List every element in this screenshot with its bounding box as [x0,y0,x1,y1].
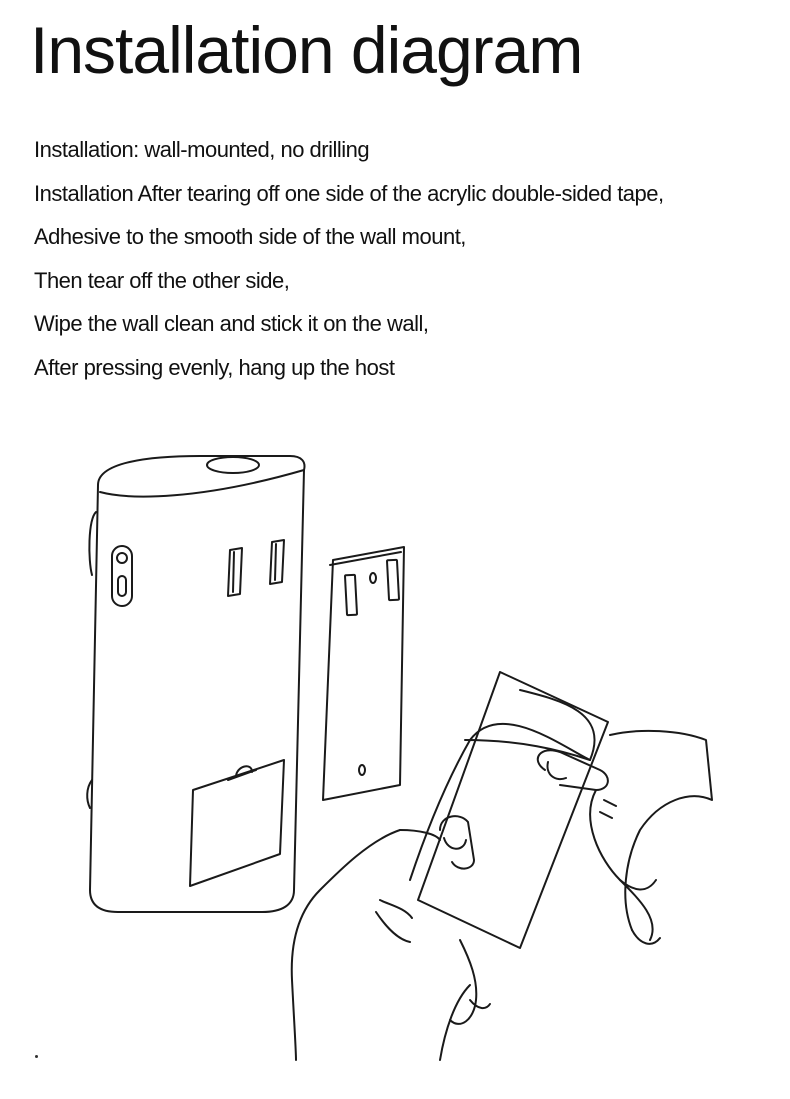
host-mount-slot-right [269,539,285,585]
plate-slot-right [386,558,400,602]
left-hand-finger-a [379,899,413,919]
instruction-line: Then tear off the other side, [34,267,290,293]
host-side-bulge [88,511,97,576]
left-hand-back [290,829,401,1061]
host-mount-slot-left [227,547,243,597]
host-indicator-outline [111,545,133,607]
host-mount-slot-left-inner [232,551,235,593]
host-battery-latch-tab [235,765,253,778]
left-hand-thumb [439,815,475,870]
tape-peel-fold [464,739,591,761]
right-hand-lower-finger-b [631,929,661,945]
left-hand-index [399,829,441,841]
right-hand-knuckle-b [599,811,613,819]
wall-mount-plate [322,546,405,801]
adhesive-tape [409,671,609,949]
page-title: Installation diagram [30,13,583,87]
host-body-outline [89,455,306,913]
right-hand-palm [609,729,713,931]
right-hand-thumbnail [546,761,567,781]
left-hand-thumbnail [443,837,467,850]
host-device [86,455,306,913]
host-indicator-light [116,552,128,564]
host-indicator-slot [117,575,127,597]
host-mount-slot-right-inner [274,543,277,581]
instruction-line: After pressing evenly, hang up the host [34,354,395,380]
right-hand-thumb [536,749,609,791]
left-hand [290,815,491,1061]
left-hand-wrist-edge [439,984,471,1061]
right-hand [536,729,713,945]
host-battery-door [189,759,285,887]
instruction-line: Installation: wall-mounted, no drilling [34,137,370,162]
plate-slot-left [344,573,358,617]
host-top-edge [99,469,305,498]
page-marker-dot [35,1055,38,1058]
plate-hole-top [369,572,377,584]
instruction-line: Installation After tearing off one side … [34,180,664,206]
left-hand-lower-fingers [449,939,478,1025]
left-hand-finger-b [375,911,411,943]
tape-card [417,671,609,949]
right-hand-lower-finger [619,879,657,891]
host-side-bulge-lower [86,779,93,809]
installation-illustration [86,455,713,1061]
plate-edge [329,551,402,566]
left-hand-crease [469,999,491,1010]
instruction-line: Adhesive to the smooth side of the wall … [34,224,466,249]
right-hand-knuckle-a [603,799,617,807]
instruction-list: Installation: wall-mounted, no drilling … [34,128,786,389]
plate-hole-bottom [358,764,366,776]
tape-peel-curl [409,689,596,881]
plate-outline [322,546,405,801]
instruction-line: Wipe the wall clean and stick it on the … [34,311,429,336]
host-top-button [206,456,260,474]
